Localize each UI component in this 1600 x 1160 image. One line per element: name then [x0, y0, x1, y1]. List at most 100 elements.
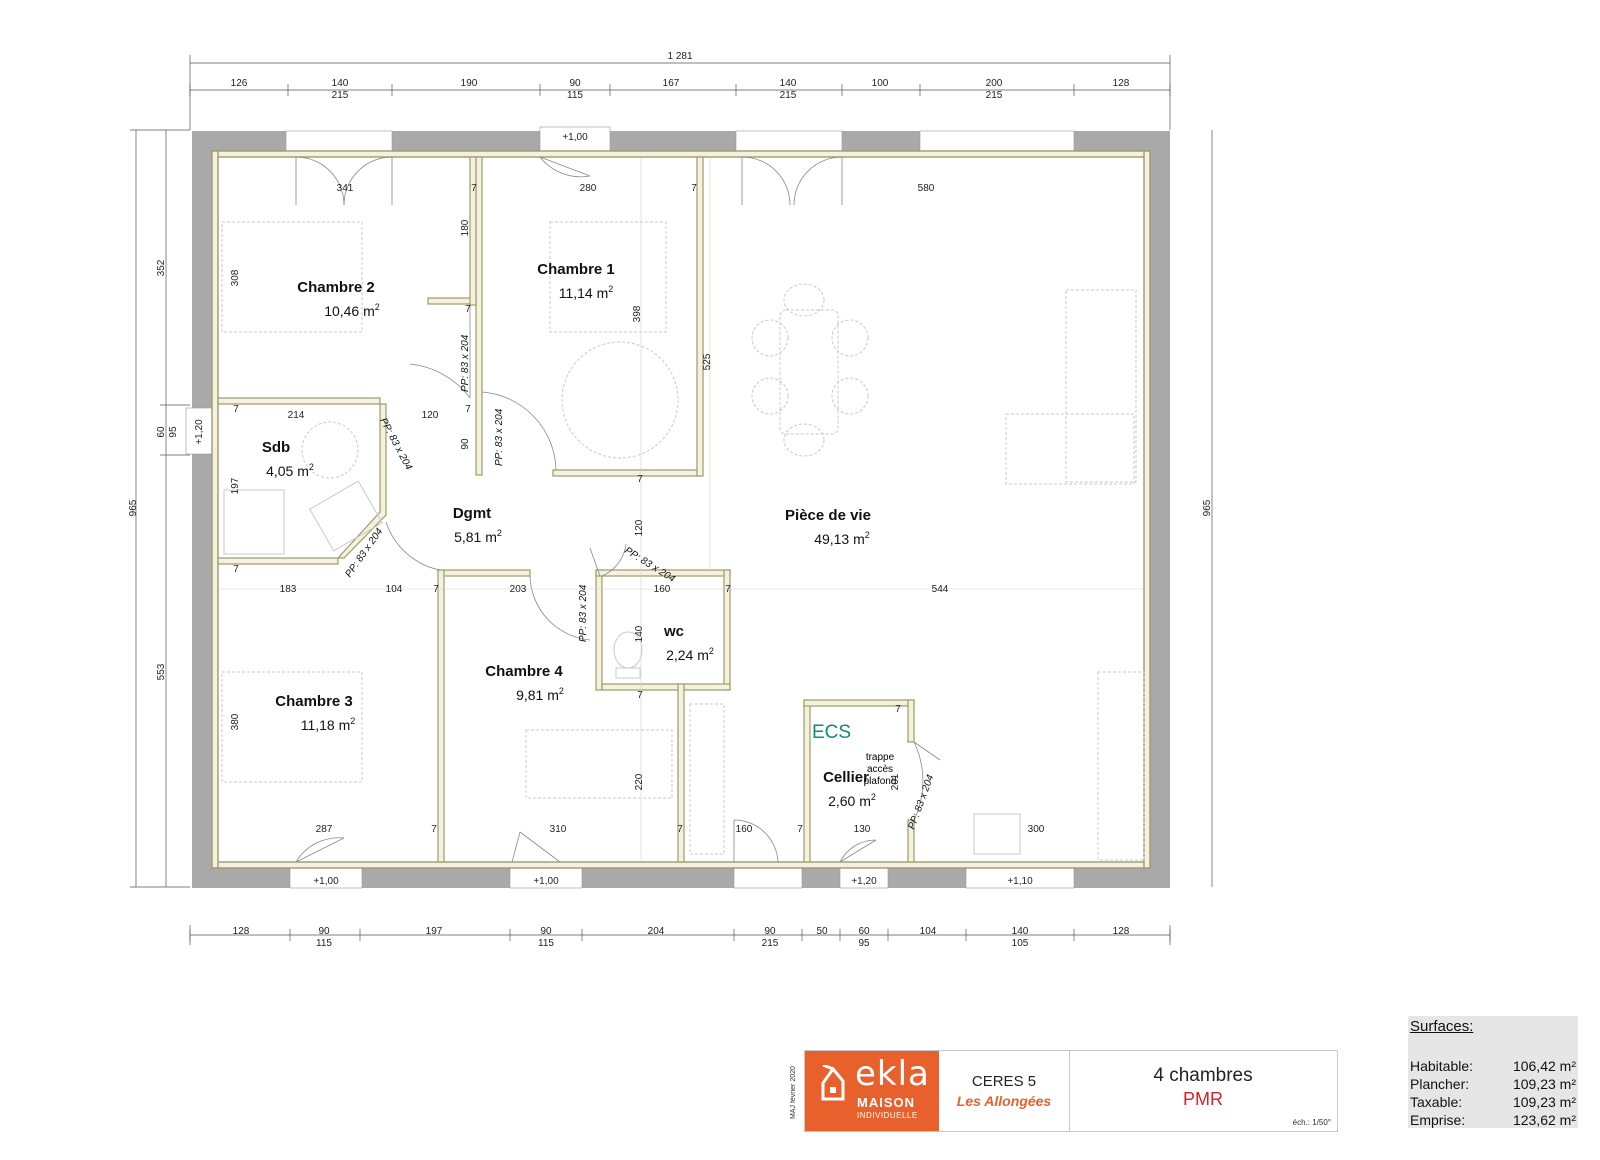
- dim-label: 115: [316, 938, 332, 949]
- dim-right-total: 965: [1202, 499, 1213, 516]
- surface-row: Habitable: 106,42 m²: [1410, 1058, 1576, 1076]
- surface-value: 123,62 m²: [1512, 1112, 1576, 1128]
- door-label: PP: 83 x 204: [578, 584, 589, 642]
- dim-label: 120: [422, 410, 439, 421]
- room-area: 49,13 m2: [814, 530, 870, 547]
- dim-label: 160: [654, 584, 671, 595]
- room-area: 11,14 m2: [559, 284, 614, 301]
- dim-label: 104: [386, 584, 403, 595]
- dim-label: 7: [433, 584, 439, 595]
- dim-label: 104: [920, 926, 937, 937]
- bedroom-count: 4 chambres: [1153, 1065, 1253, 1086]
- dim-label: 160: [736, 824, 753, 835]
- dim-label: 140: [1012, 926, 1029, 937]
- sill-label: +1,00: [562, 132, 588, 143]
- room-area: 5,81 m2: [454, 528, 502, 545]
- dim-label: 140: [780, 78, 797, 89]
- surface-key: Emprise:: [1410, 1112, 1466, 1128]
- furniture: [221, 221, 1145, 861]
- left-dimensions: 965 352 60 95 553: [128, 129, 190, 888]
- dim-label: 183: [280, 584, 297, 595]
- top-dimensions: 1 281: [189, 51, 1171, 130]
- dim-label: 7: [637, 474, 643, 485]
- surface-row: Emprise: 123,62 m²: [1410, 1112, 1576, 1130]
- dim-label: 100: [872, 78, 889, 89]
- dim-label: 128: [233, 926, 250, 937]
- dim-label: 90: [569, 78, 581, 89]
- dim-label: 201: [890, 773, 901, 790]
- sill-label: +1,10: [1007, 876, 1033, 887]
- dim-label: 197: [230, 477, 241, 494]
- trappe-line-2: accès: [867, 764, 893, 775]
- dim-label: 7: [233, 564, 239, 575]
- brand-name: ekla: [855, 1054, 930, 1094]
- sill-label: +1,20: [851, 876, 877, 887]
- ecs-label: ECS: [812, 722, 851, 743]
- inner-dimensions: 341 280 580 7 7 308 180 398 525 214 120 …: [230, 183, 1045, 835]
- dim-label: 7: [465, 304, 471, 315]
- dim-label: 126: [231, 78, 248, 89]
- dim-label: 90: [764, 926, 776, 937]
- dim-label: 7: [471, 183, 477, 194]
- model-name: CERES 5: [971, 1073, 1037, 1090]
- model-box: CERES 5 Les Allongées: [939, 1051, 1070, 1131]
- room-area: 2,60 m2: [828, 792, 876, 809]
- door-label: PP: 83 x 204: [460, 334, 471, 392]
- room-name: Chambre 2: [297, 279, 375, 296]
- room-area: 2,24 m2: [666, 646, 714, 663]
- sill-label: +1,20: [194, 419, 205, 445]
- title-block: ekla MAISON INDIVIDUELLE CERES 5 Les All…: [804, 1050, 1338, 1132]
- dim-label: 203: [510, 584, 527, 595]
- room-area: 9,81 m2: [516, 686, 564, 703]
- dim-left-lower: 553: [156, 663, 167, 680]
- surface-value: 106,42 m²: [1512, 1058, 1576, 1074]
- dim-label: 341: [337, 183, 354, 194]
- surface-key: Habitable:: [1410, 1058, 1474, 1074]
- dim-label: 90: [460, 438, 471, 450]
- dim-label: 280: [580, 183, 597, 194]
- dim-label: 115: [567, 90, 583, 101]
- dim-label: 50: [816, 926, 828, 937]
- house-icon: [821, 1065, 845, 1101]
- dim-label: 544: [932, 584, 949, 595]
- room-name: Chambre 1: [537, 261, 615, 278]
- room-area: 10,46 m2: [324, 302, 380, 319]
- scale-label: éch.: 1/50°: [1292, 1118, 1331, 1127]
- dim-label: 215: [780, 90, 797, 101]
- dim-left-mid-a: 60: [156, 426, 167, 438]
- interior-walls: [217, 156, 915, 863]
- dim-label: 60: [858, 926, 870, 937]
- room-name: Chambre 3: [275, 693, 353, 710]
- dim-label: 380: [230, 713, 241, 730]
- dim-label: 90: [540, 926, 552, 937]
- dim-label: 130: [854, 824, 871, 835]
- dim-left-mid-b: 95: [168, 426, 179, 438]
- dim-label: 167: [663, 78, 680, 89]
- room-area: 11,18 m2: [301, 716, 356, 733]
- dim-label: 214: [288, 410, 305, 421]
- surfaces-table: Surfaces: Habitable: 106,42 m² Plancher:…: [1408, 1016, 1578, 1128]
- dim-label: 140: [634, 625, 645, 642]
- room-name: Sdb: [262, 439, 290, 456]
- dim-label: 90: [318, 926, 330, 937]
- dim-label: 287: [316, 824, 333, 835]
- dim-label: 180: [460, 219, 471, 236]
- update-date: MAJ février 2020: [790, 1066, 797, 1119]
- brand-line-2: INDIVIDUELLE: [857, 1111, 918, 1120]
- model-subtitle: Les Allongées: [956, 1093, 1052, 1109]
- surface-value: 109,23 m²: [1512, 1076, 1576, 1092]
- pmr-label: PMR: [1183, 1089, 1223, 1109]
- dim-label: 120: [634, 519, 645, 536]
- room-name: Chambre 4: [485, 663, 563, 680]
- window-sill-labels: +1,00 +1,20 +1,00 +1,00 +1,20 +1,10: [194, 132, 1033, 887]
- surface-value: 109,23 m²: [1512, 1094, 1576, 1110]
- dim-label: 197: [426, 926, 443, 937]
- room-name: wc: [663, 623, 684, 640]
- dim-label: 128: [1113, 78, 1130, 89]
- dim-label: 7: [431, 824, 437, 835]
- surface-key: Taxable:: [1410, 1094, 1463, 1110]
- dim-label: 398: [632, 305, 643, 322]
- room-area: 4,05 m2: [266, 462, 314, 479]
- dim-label: 204: [648, 926, 665, 937]
